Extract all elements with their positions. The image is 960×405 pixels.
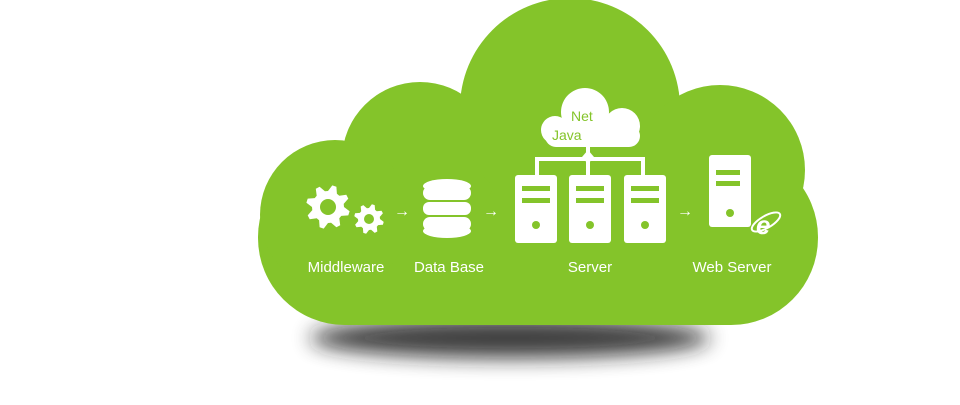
node-label-middleware: Middleware <box>308 259 385 276</box>
server-unit <box>624 175 666 243</box>
internet-explorer-icon: e <box>750 210 782 240</box>
flow-arrow: → <box>677 203 693 220</box>
flow-arrow: → <box>483 203 499 220</box>
gears-icon <box>306 185 384 234</box>
small-cloud-bottom-label: Java <box>552 127 582 143</box>
server-unit <box>569 175 611 243</box>
cloud-connector <box>535 146 645 175</box>
small-cloud-top-label: Net <box>571 108 593 124</box>
browser-badge-letter: e <box>756 210 770 240</box>
gear-icon <box>306 185 350 229</box>
database-icon <box>423 179 471 238</box>
server-unit <box>515 175 557 243</box>
server-cluster-icon <box>515 175 666 243</box>
small-cloud: Net Java <box>541 88 640 147</box>
node-label-database: Data Base <box>414 259 484 276</box>
web-server-icon <box>709 155 751 227</box>
cloud-shadow <box>310 318 710 358</box>
flow-arrow: → <box>394 203 410 220</box>
gear-icon <box>354 204 384 234</box>
node-label-web-server: Web Server <box>693 259 772 276</box>
node-label-server: Server <box>568 259 612 276</box>
